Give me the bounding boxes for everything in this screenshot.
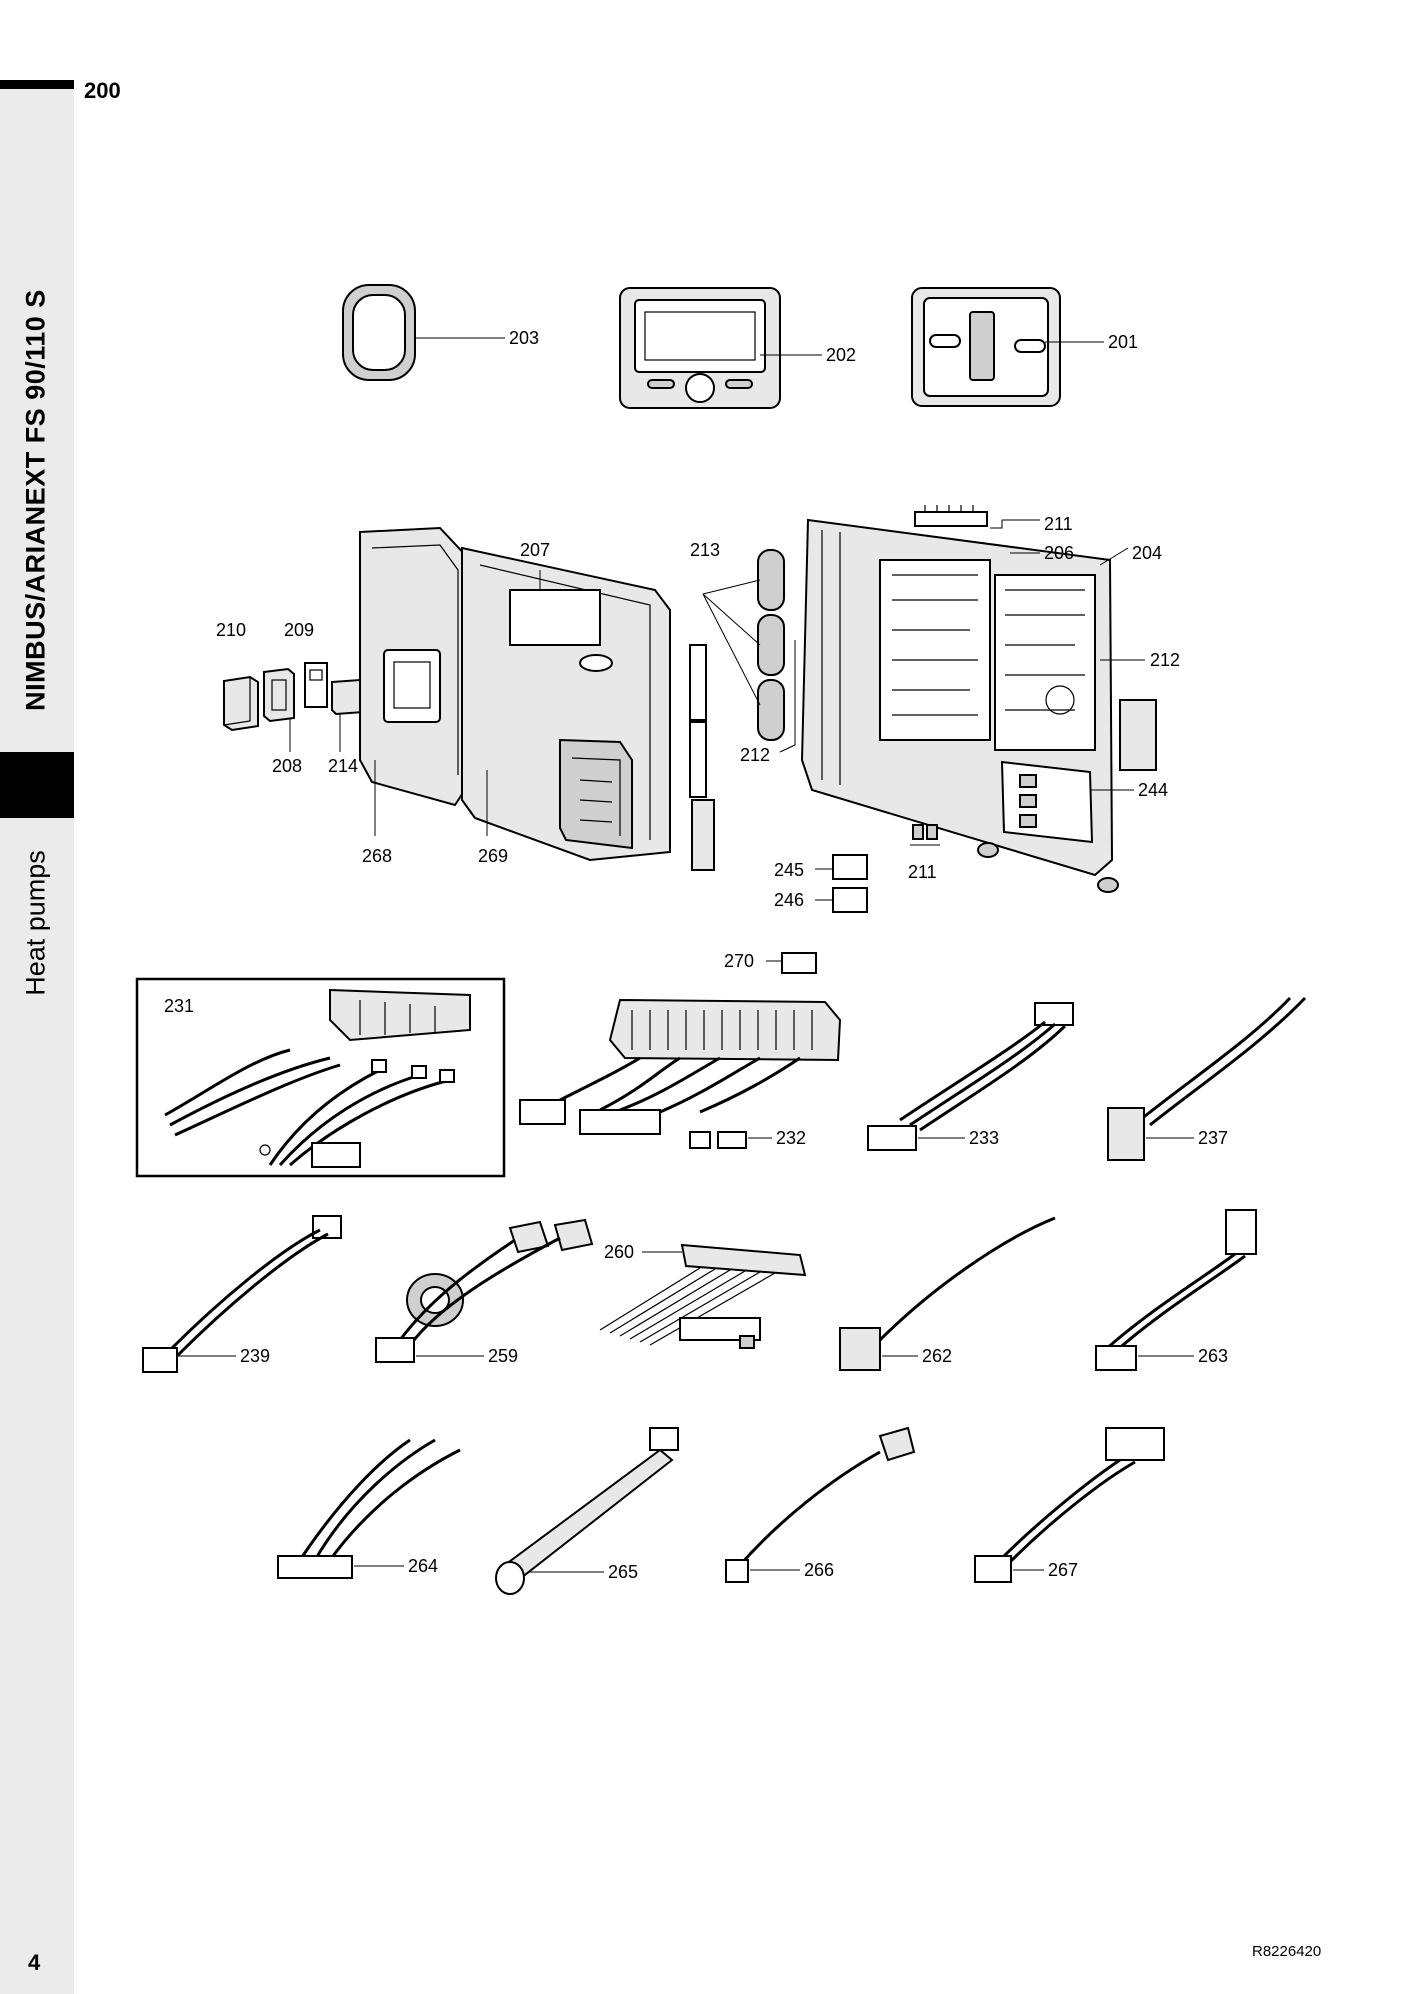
part-265-probe <box>495 1427 679 1595</box>
part-label-231: 231 <box>164 996 194 1016</box>
part-201-wall-bracket <box>911 287 1104 407</box>
part-label-204: 204 <box>1132 543 1162 563</box>
part-233-flat-cable <box>867 1002 1074 1151</box>
part-244-relay-board <box>1000 760 1134 844</box>
part-label-269: 269 <box>478 846 508 866</box>
part-label-203: 203 <box>509 328 539 348</box>
part-label-262: 262 <box>922 1346 952 1366</box>
part-209-connector <box>263 667 295 723</box>
section-number: 200 <box>84 78 121 103</box>
part-label-268: 268 <box>362 846 392 866</box>
part-label-245: 245 <box>774 860 804 880</box>
part-label-209: 209 <box>284 620 314 640</box>
part-ferrites <box>977 842 1119 893</box>
part-label-211-bottom: 211 <box>908 862 937 882</box>
part-270-connector <box>766 952 817 974</box>
part-237-sensor-lead <box>1107 996 1307 1161</box>
part-211-connector-row <box>914 505 1040 529</box>
part-label-244: 244 <box>1138 780 1168 800</box>
part-213-grommets <box>702 549 785 741</box>
part-260-wire-loom <box>599 1243 807 1349</box>
part-label-212-left: 212 <box>740 745 770 765</box>
part-211-small-connectors <box>910 824 940 846</box>
part-label-265: 265 <box>608 1562 638 1582</box>
part-202-room-controller <box>619 287 822 409</box>
part-262-lead <box>839 1216 1056 1371</box>
category-tab-marker <box>0 752 74 818</box>
part-210-cap <box>223 675 259 732</box>
part-label-270: 270 <box>724 951 754 971</box>
part-269-rear-frame <box>461 546 671 862</box>
part-263-cable <box>1095 1209 1257 1371</box>
part-203-cover <box>342 284 505 381</box>
part-245-246-connectors <box>815 854 868 913</box>
part-label-237: 237 <box>1198 1128 1228 1148</box>
part-268-front-cover <box>359 526 471 836</box>
part-label-201: 201 <box>1108 332 1138 352</box>
part-label-211-top: 211 <box>1044 514 1073 534</box>
part-label-214: 214 <box>328 756 358 776</box>
sidebar-top-rule <box>0 80 74 89</box>
part-label-260: 260 <box>604 1242 634 1262</box>
part-label-232: 232 <box>776 1128 806 1148</box>
part-231-kit-frame <box>135 977 506 1178</box>
part-232-terminal-harness <box>519 998 842 1149</box>
part-231-wiring-kit <box>164 988 471 1168</box>
part-204-control-box <box>800 518 1157 877</box>
part-label-263: 263 <box>1198 1346 1228 1366</box>
part-label-239: 239 <box>240 1346 270 1366</box>
leader-212-left <box>779 640 796 753</box>
part-label-208: 208 <box>272 756 302 776</box>
part-label-233: 233 <box>969 1128 999 1148</box>
sidebar-band <box>0 84 74 1994</box>
part-terminal-strips <box>689 644 715 871</box>
part-208-board <box>289 662 328 752</box>
part-label-264: 264 <box>408 1556 438 1576</box>
part-label-207: 207 <box>520 540 550 560</box>
part-label-212-right: 212 <box>1150 650 1180 670</box>
document-reference: R8226420 <box>1252 1943 1322 1960</box>
part-267-cable <box>974 1427 1165 1583</box>
part-label-202: 202 <box>826 345 856 365</box>
page-number: 4 <box>28 1950 41 1975</box>
part-239-cable <box>142 1215 342 1373</box>
part-label-210: 210 <box>216 620 246 640</box>
part-264-harness <box>277 1438 461 1579</box>
part-label-246: 246 <box>774 890 804 910</box>
part-label-259: 259 <box>488 1346 518 1366</box>
part-label-213: 213 <box>690 540 720 560</box>
part-label-266: 266 <box>804 1560 834 1580</box>
part-label-267: 267 <box>1048 1560 1078 1580</box>
part-259-sensor-harness <box>375 1218 594 1363</box>
part-label-206: 206 <box>1044 543 1074 563</box>
part-266-sensor <box>725 1426 916 1583</box>
